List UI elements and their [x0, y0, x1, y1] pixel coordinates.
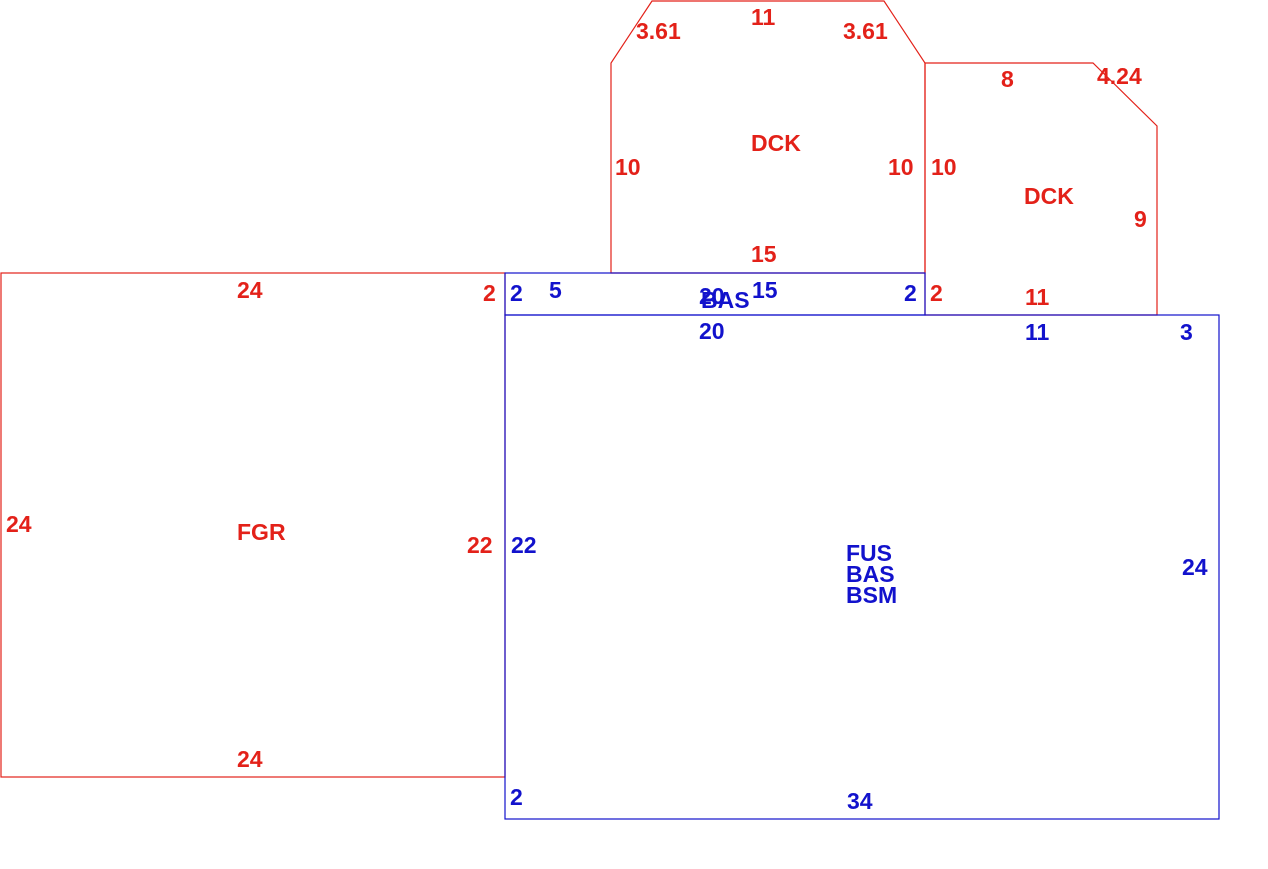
fgr-bottom-dimension: 24	[237, 746, 263, 772]
main-right-dimension: 24	[1182, 554, 1208, 580]
main-bottom-left-dimension: 2	[510, 784, 523, 810]
bas-strip-top-dimension: 15	[752, 277, 778, 303]
bas-strip-right-dimension: 2	[904, 280, 917, 306]
bas-strip-left-dimension: 2	[510, 280, 523, 306]
main-label-bsm: BSM	[846, 582, 897, 608]
fgr-left-dimension: 24	[6, 511, 32, 537]
main-label-fus: FUS	[846, 540, 892, 566]
fgr-top-dimension: 24	[237, 277, 263, 303]
dck-left-chamfer-right-dimension: 3.61	[843, 18, 888, 44]
fgr-right-dimension: 22	[467, 532, 493, 558]
main-corner-dimension: 3	[1180, 319, 1193, 345]
dck-right-left-small-dimension: 2	[930, 280, 943, 306]
fgr-right-small-dimension: 2	[483, 280, 496, 306]
dck-right-label: DCK	[1024, 183, 1074, 209]
main-label-bas: BAS	[846, 561, 895, 587]
main-left-dimension: 22	[511, 532, 537, 558]
dck-left-top-dimension: 11	[751, 4, 776, 30]
dck-left-label: DCK	[751, 130, 801, 156]
bas-strip-label: BAS	[701, 287, 750, 313]
bas-strip-step-dimension: 5	[549, 277, 562, 303]
dck-right-top-dimension: 8	[1001, 66, 1014, 92]
dck-left-left-dimension: 10	[615, 154, 641, 180]
dck-left-bottom-dimension: 15	[751, 241, 777, 267]
dck-left-chamfer-left-dimension: 3.61	[636, 18, 681, 44]
main-top-right-dimension: 11	[1025, 319, 1050, 345]
fgr-label: FGR	[237, 519, 286, 545]
dck-right-chamfer-dimension: 4.24	[1097, 63, 1142, 89]
bas-strip-bottom-dimension: 20	[699, 318, 725, 344]
main-bottom-dimension: 34	[847, 788, 873, 814]
bas-strip-overlap-dimension: 20	[699, 283, 725, 309]
dck-right-right-dimension: 9	[1134, 206, 1147, 232]
dck-right-left-dimension: 10	[931, 154, 957, 180]
main-building-outline	[504, 314, 1220, 820]
dck-left-right-dimension: 10	[888, 154, 914, 180]
dck-right-bottom-dimension: 11	[1025, 284, 1050, 310]
